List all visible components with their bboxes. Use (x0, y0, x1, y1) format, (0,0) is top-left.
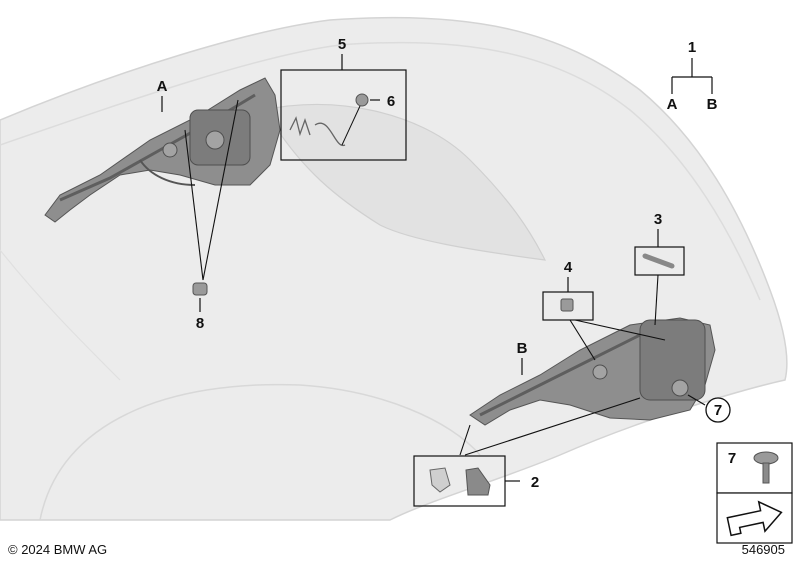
arrow-icon (726, 500, 783, 537)
copyright-text: © 2024 BMW AG (8, 542, 107, 557)
callout-7-label: 7 (714, 402, 722, 419)
hinge-mechanism-a (44, 77, 281, 223)
callout-2: 2 (531, 474, 539, 491)
callout-2-box: 2 (413, 397, 641, 507)
callout-1-b: B (707, 96, 718, 113)
hinge-mechanism-b (469, 317, 716, 426)
callout-a: A (157, 78, 168, 112)
clip-part-6 (355, 93, 369, 107)
callout-3: 3 (654, 211, 662, 228)
legend-7-label: 7 (728, 450, 736, 467)
callout-4-box: 4 (542, 259, 666, 361)
legend-box: 7 (716, 442, 793, 544)
screw-icon (753, 451, 779, 484)
callout-b-label: B (517, 340, 528, 357)
callout-8: 8 (184, 99, 239, 332)
callout-6: 6 (387, 93, 395, 110)
callout-b: B (517, 340, 528, 375)
callout-7: 7 (687, 394, 731, 423)
callout-5: 5 (338, 36, 346, 53)
callout-3-box: 3 (634, 211, 685, 326)
callout-5-box: 5 6 (280, 36, 407, 161)
callout-1: 1 (688, 39, 696, 56)
callout-4: 4 (564, 259, 573, 276)
callout-1-a: A (667, 96, 678, 113)
callout-a-label: A (157, 78, 168, 95)
callout-8-label: 8 (196, 315, 204, 332)
diagram-number: 546905 (742, 542, 785, 557)
bushing-part-8 (192, 282, 208, 296)
callout-1-tree: 1 A B (667, 39, 718, 113)
